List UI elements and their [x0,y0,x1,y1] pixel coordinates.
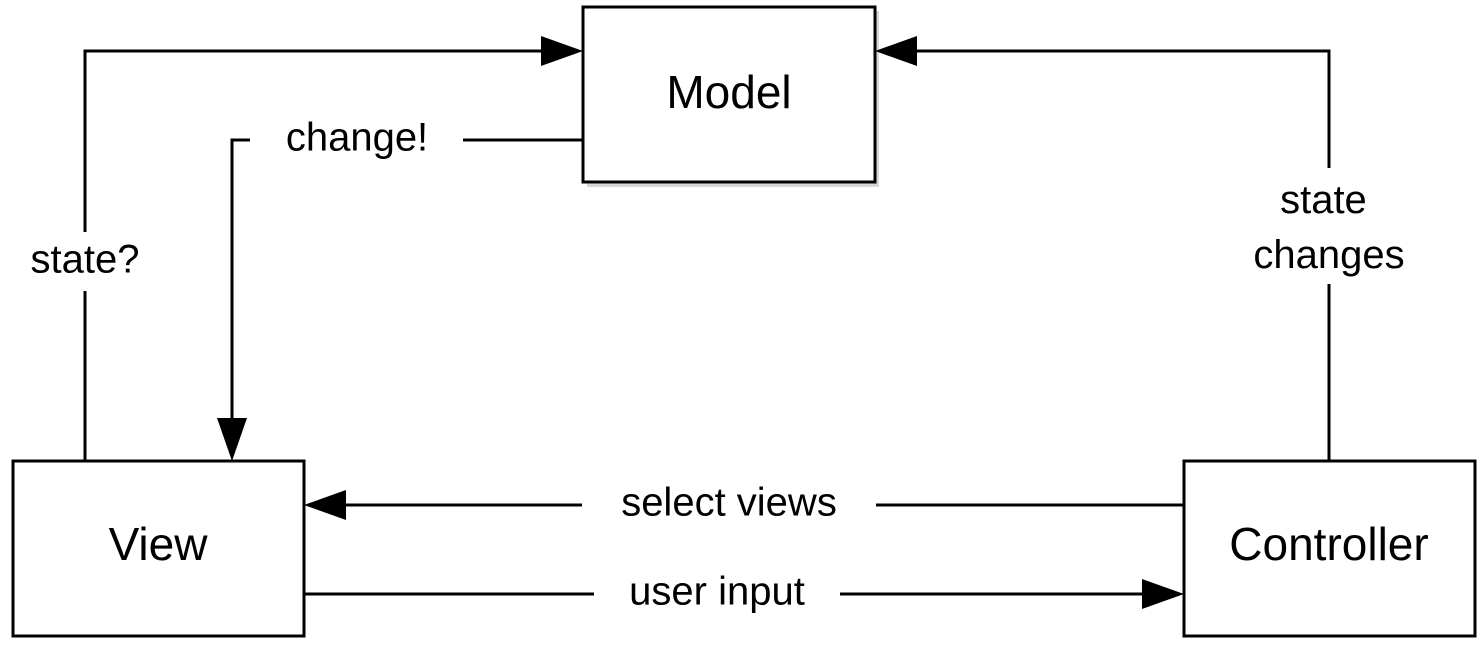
edge-state-changes: state changes [875,36,1405,461]
select-views-label: select views [621,481,837,525]
model-node: Model [581,5,879,187]
controller-label: Controller [1229,518,1428,570]
edge-change-line-left [230,138,250,422]
state-changes-label-line1: state [1280,178,1367,222]
arrowhead-to-view-right [304,490,346,520]
controller-node: Controller [1182,459,1477,638]
view-node: View [11,459,306,638]
edge-state-query: state? [31,36,583,461]
arrowhead-to-view-top [217,418,247,461]
state-changes-label: state changes [1253,178,1404,277]
edge-select-views: select views [304,481,1184,525]
edge-state-query-line-upper [83,49,545,232]
user-input-label: user input [629,570,805,614]
edge-user-input: user input [304,570,1184,614]
state-changes-label-line2: changes [1253,233,1404,277]
state-query-label: state? [31,238,140,282]
arrowhead-to-controller-left [1142,579,1184,609]
arrowhead-to-model-right [875,36,917,66]
change-label: change! [286,116,428,160]
model-label: Model [666,66,791,118]
edge-state-changes-line-upper [914,49,1331,168]
edge-change: change! [217,116,583,461]
arrowhead-to-model-left [541,36,583,66]
view-label: View [109,518,209,570]
